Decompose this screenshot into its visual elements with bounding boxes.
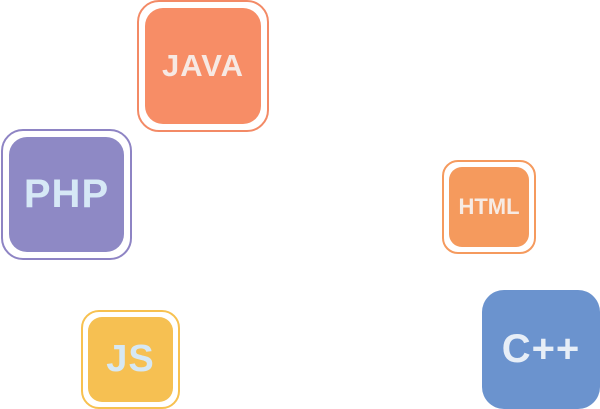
php-tile-face: PHP — [9, 137, 124, 252]
java-tile-icon: JAVA — [137, 0, 269, 132]
java-tile-face: JAVA — [145, 8, 261, 124]
php-tile-icon: PHP — [1, 129, 132, 260]
html-tile-icon: HTML — [442, 160, 536, 254]
js-tile-icon: JS — [81, 310, 180, 409]
js-tile-face: JS — [88, 317, 173, 402]
php-label: PHP — [23, 172, 110, 216]
cpp-label: C++ — [501, 327, 581, 371]
html-tile-face: HTML — [449, 167, 529, 247]
html-label: HTML — [458, 194, 520, 219]
cpp-tile-face: C++ — [482, 290, 600, 409]
cpp-tile-icon: C++ — [482, 290, 600, 409]
js-label: JS — [106, 338, 155, 380]
java-label: JAVA — [161, 48, 245, 83]
